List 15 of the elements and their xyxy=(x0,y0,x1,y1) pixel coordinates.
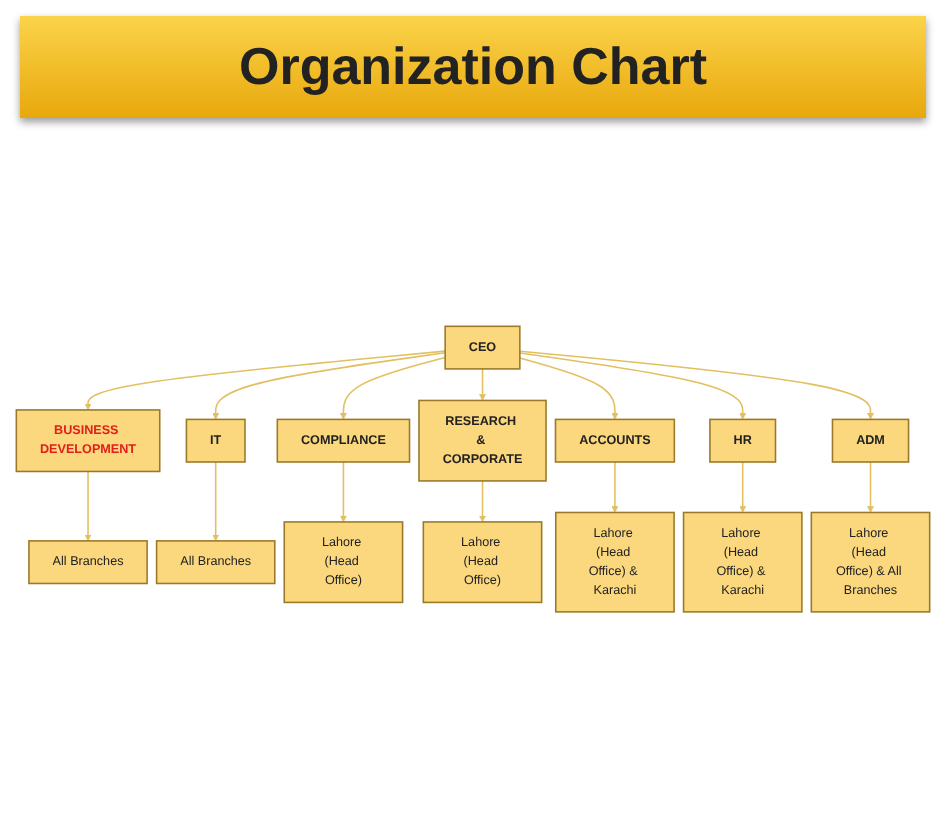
arrow xyxy=(739,462,747,514)
arrow xyxy=(479,481,486,524)
title-banner: Organization Chart xyxy=(20,16,926,118)
arrow xyxy=(867,462,874,514)
arrow xyxy=(611,462,619,514)
arrow xyxy=(212,462,220,543)
arrow xyxy=(519,351,874,421)
arrow xyxy=(339,357,446,421)
arrow xyxy=(479,369,486,402)
arrow xyxy=(519,358,619,421)
arrow xyxy=(519,353,747,421)
arrow xyxy=(84,471,92,543)
arrow xyxy=(84,351,446,412)
arrow xyxy=(212,352,446,421)
arrow xyxy=(339,462,347,524)
